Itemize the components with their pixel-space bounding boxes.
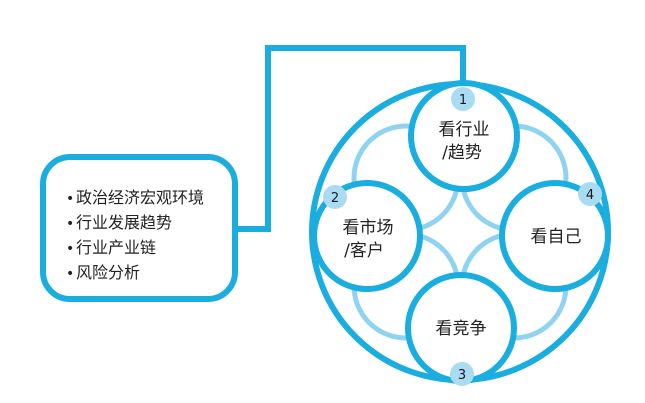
badge-2: 2	[323, 185, 347, 209]
node-top-label-2: /趋势	[442, 143, 482, 163]
svg-text:1: 1	[459, 93, 467, 108]
badge-1: 1	[451, 87, 475, 111]
node-right-circle	[499, 180, 611, 292]
info-box: •政治经济宏观环境 •行业发展趋势 •行业产业链 •风险分析	[40, 154, 238, 302]
svg-text:4: 4	[586, 188, 594, 203]
svg-text:2: 2	[331, 191, 339, 206]
node-bottom-label: 看竞争	[436, 319, 487, 339]
badge-4: 4	[578, 182, 602, 206]
node-top-circle	[408, 80, 520, 192]
badge-3: 3	[450, 362, 474, 386]
list-item: •行业产业链	[66, 238, 157, 257]
list-item: •行业发展趋势	[66, 213, 173, 232]
svg-text:3: 3	[458, 368, 466, 383]
node-left-label-1: 看市场	[343, 218, 394, 238]
node-left-label-2: /客户	[344, 241, 384, 261]
list-item: •风险分析	[66, 263, 141, 282]
connector-line	[238, 45, 466, 232]
list-item: •政治经济宏观环境	[66, 188, 205, 207]
node-left-circle	[311, 180, 423, 292]
node-right-label: 看自己	[531, 227, 582, 247]
node-top-label-1: 看行业	[439, 120, 490, 140]
info-list: •政治经济宏观环境 •行业发展趋势 •行业产业链 •风险分析	[66, 186, 204, 286]
